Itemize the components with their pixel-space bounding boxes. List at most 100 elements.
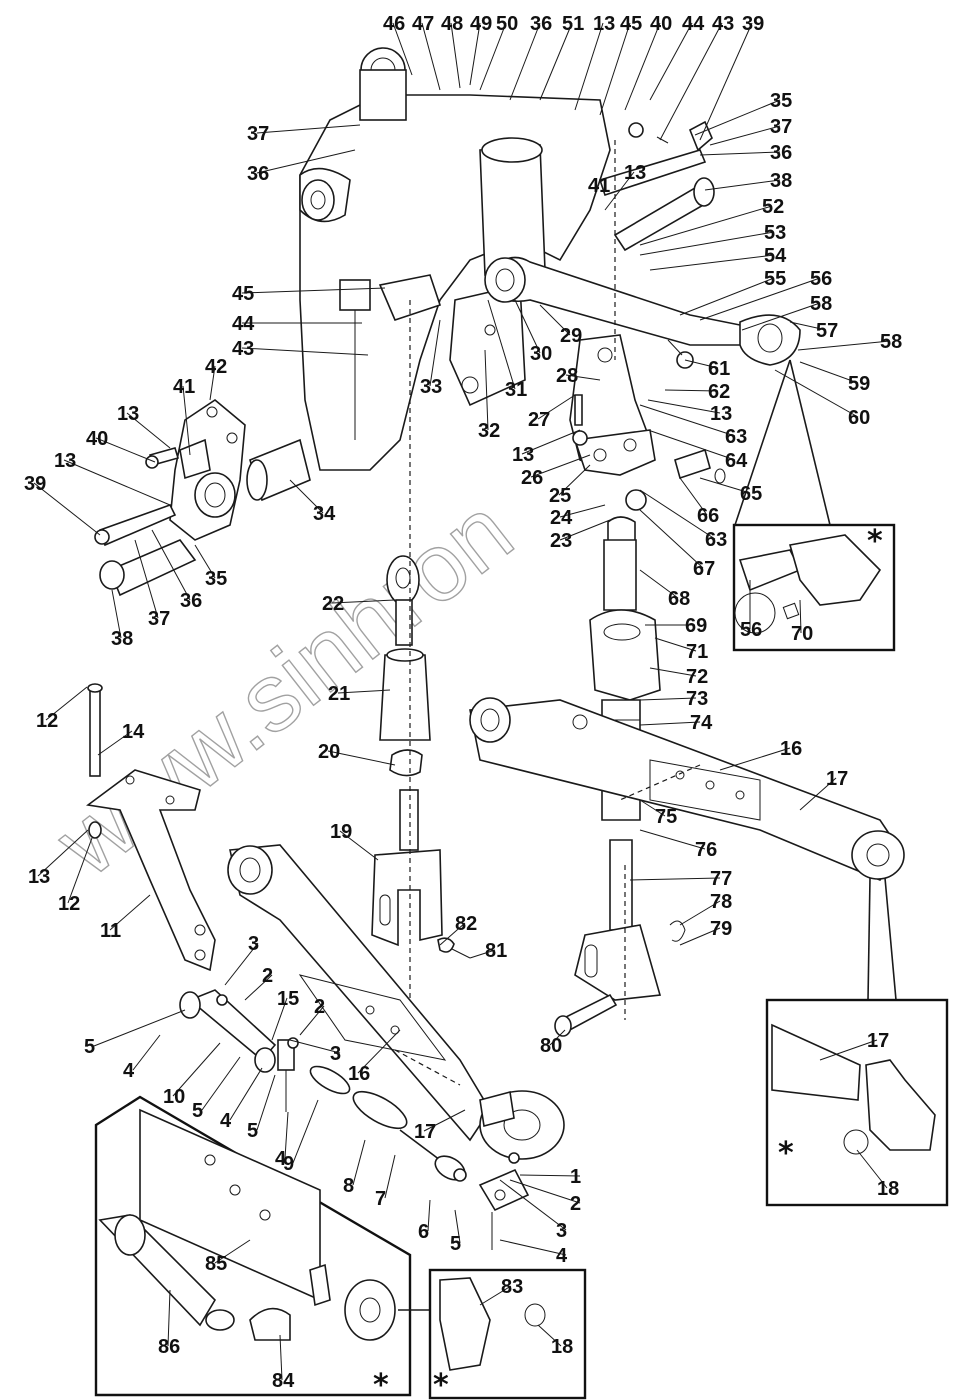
callout-leader-13 (37, 829, 89, 877)
callout-leader-5 (201, 1056, 241, 1111)
callout-leader-24 (559, 504, 606, 518)
callout-leader-9 (292, 1099, 319, 1164)
callout-label-13: 13 (624, 162, 646, 184)
callout-label-50: 50 (496, 13, 518, 35)
callout-leader-55 (679, 277, 775, 316)
callout-leader-2 (244, 974, 273, 1001)
callout-leader-19 (339, 830, 379, 861)
callout-leader-78 (679, 900, 721, 926)
callout-label-71: 71 (686, 641, 708, 663)
callout-leader-44 (649, 22, 693, 101)
callout-leader-58 (741, 302, 821, 331)
callout-leader-26 (530, 454, 591, 478)
callout-label-35: 35 (205, 568, 227, 590)
callout-label-26: 26 (521, 467, 543, 489)
callout-label-54: 54 (764, 245, 787, 267)
callout-leader-41 (182, 385, 191, 456)
callout-leader-48 (450, 22, 461, 89)
callout-label-23: 23 (550, 530, 572, 552)
callout-label-38: 38 (111, 628, 133, 650)
callout-leader-50 (479, 22, 507, 91)
callout-leader-51 (539, 22, 573, 101)
callout-leader-66 (679, 477, 708, 516)
callout-leader-22 (331, 599, 396, 604)
callout-label-5: 5 (450, 1233, 461, 1255)
lift-rod-assembly (569, 334, 726, 551)
callout-leader-17 (819, 1039, 878, 1061)
callout-label-35: 35 (770, 90, 792, 112)
callout-label-15: 15 (277, 988, 299, 1010)
inset-marker: * (433, 1368, 449, 1400)
callout-leader-81 (469, 949, 496, 959)
callout-label-86: 86 (158, 1336, 180, 1358)
callout-leader-43 (659, 22, 723, 141)
callout-leader-76 (639, 829, 706, 850)
callout-label-57: 57 (816, 320, 838, 342)
callout-label-74: 74 (690, 712, 713, 734)
callout-label-27: 27 (528, 409, 550, 431)
callout-label-3: 3 (248, 933, 259, 955)
callout-leader-39 (699, 22, 753, 141)
callout-leader-83 (479, 1285, 512, 1306)
callout-leader-42 (209, 365, 216, 401)
callout-leader-13 (647, 399, 721, 414)
callout-label-13: 13 (710, 403, 732, 425)
callout-leader-17 (799, 777, 837, 811)
callout-label-32: 32 (478, 420, 500, 442)
callout-leader-85 (214, 1239, 251, 1264)
callout-label-11: 11 (100, 920, 121, 942)
callout-leader-43 (241, 347, 369, 356)
callout-label-44: 44 (232, 313, 255, 335)
callout-leader-23 (559, 519, 611, 541)
callout-leader-62 (664, 389, 719, 392)
callout-leader-47 (421, 22, 441, 91)
callout-label-4: 4 (220, 1110, 232, 1132)
callout-leader-13 (521, 429, 581, 455)
callout-label-4: 4 (556, 1245, 568, 1267)
callout-leader-54 (649, 254, 775, 271)
callout-leader-13 (63, 459, 171, 506)
callout-label-14: 14 (122, 721, 145, 743)
callout-label-41: 41 (173, 376, 195, 398)
callout-label-37: 37 (148, 608, 170, 630)
callout-label-67: 67 (693, 558, 715, 580)
callout-label-65: 65 (740, 483, 762, 505)
callout-leader-58 (797, 340, 891, 351)
callout-leader-56 (699, 277, 821, 321)
callout-leader-40 (95, 437, 156, 463)
callout-label-2: 2 (314, 996, 325, 1018)
callout-label-34: 34 (313, 503, 336, 525)
callout-label-13: 13 (54, 450, 76, 472)
inset-hook-small (398, 1268, 587, 1400)
callout-label-59: 59 (848, 373, 870, 395)
inset-lower-link-alt (94, 1095, 412, 1397)
callout-label-39: 39 (742, 13, 764, 35)
callout-label-37: 37 (770, 116, 792, 138)
callout-leader-5 (256, 1074, 276, 1131)
callout-label-45: 45 (620, 13, 642, 35)
callout-leader-16 (357, 1029, 401, 1074)
stabilizer-chain (179, 989, 530, 1250)
callout-leader-52 (639, 205, 773, 246)
callout-label-6: 6 (418, 1221, 429, 1243)
callout-leader-25 (558, 464, 591, 496)
callout-leader-71 (654, 637, 697, 652)
callout-leader-84 (279, 1334, 283, 1381)
lift-housing (299, 47, 611, 471)
callout-label-45: 45 (232, 283, 254, 305)
left-bracket-assembly (94, 399, 311, 597)
callout-label-4: 4 (275, 1148, 287, 1170)
callout-label-47: 47 (412, 13, 434, 35)
callout-label-8: 8 (343, 1175, 354, 1197)
callout-label-55: 55 (764, 268, 786, 290)
callout-leader-36 (256, 149, 356, 174)
callout-leader-37 (709, 125, 781, 146)
leader-lines (33, 22, 891, 1381)
callout-label-24: 24 (550, 507, 573, 529)
callout-leader-20 (327, 750, 396, 766)
callout-label-2: 2 (262, 965, 273, 987)
lower-link-right (469, 697, 905, 881)
callout-leader-68 (639, 569, 679, 599)
inset-marker: * (867, 524, 883, 559)
